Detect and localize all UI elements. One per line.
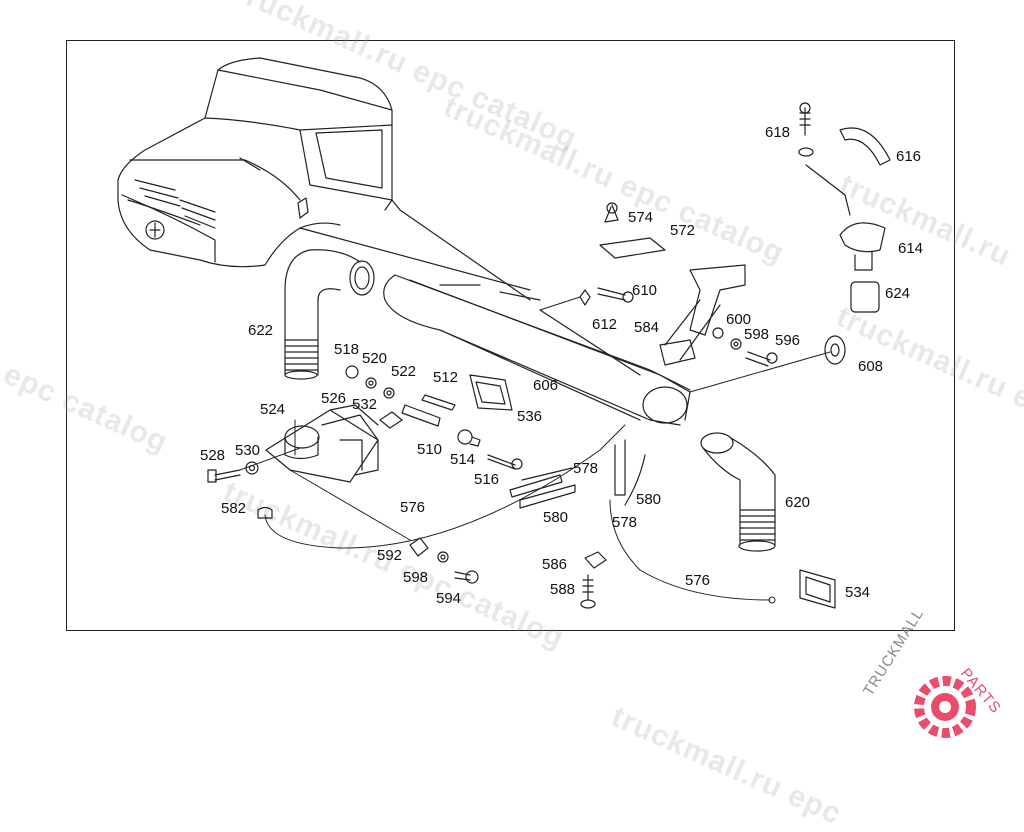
callout-596: 596 [775, 332, 801, 349]
callout-584: 584 [634, 319, 660, 336]
callout-610: 610 [632, 282, 658, 299]
callout-576: 576 [685, 572, 711, 589]
callout-620: 620 [785, 494, 811, 511]
callout-530: 530 [235, 442, 261, 459]
truck-cab-outline [117, 57, 531, 301]
callout-624: 624 [885, 285, 911, 302]
callout-528: 528 [200, 447, 226, 464]
callout-588: 588 [550, 581, 576, 598]
callout-580: 580 [636, 491, 662, 508]
callout-608: 608 [858, 358, 884, 375]
callout-618: 618 [765, 124, 791, 141]
callout-622: 622 [248, 322, 274, 339]
callout-578: 578 [612, 514, 638, 531]
callout-578: 578 [573, 460, 599, 477]
cables-and-leaders [239, 296, 831, 604]
callout-516: 516 [474, 471, 500, 488]
callout-536: 536 [517, 408, 543, 425]
callout-532: 532 [352, 396, 378, 413]
callout-526: 526 [321, 390, 347, 407]
callout-512: 512 [433, 369, 459, 386]
heater-box-524 [265, 404, 379, 483]
callout-614: 614 [898, 240, 924, 257]
callout-600: 600 [726, 311, 752, 328]
callout-592: 592 [377, 547, 403, 564]
fasteners [207, 102, 891, 609]
callout-572: 572 [670, 222, 696, 239]
air-hose-622 [284, 249, 375, 380]
callout-594: 594 [436, 590, 462, 607]
callout-582: 582 [221, 500, 247, 517]
callout-598: 598 [744, 326, 770, 343]
callout-574: 574 [628, 209, 654, 226]
callout-598: 598 [403, 569, 429, 586]
callout-514: 514 [450, 451, 476, 468]
air-hose-620 [700, 432, 776, 552]
gear-logo-icon [914, 676, 976, 738]
truckmall-parts-logo: TRUCKMALL PARTS [860, 605, 1020, 747]
callout-580: 580 [543, 509, 569, 526]
callout-524: 524 [260, 401, 286, 418]
callout-616: 616 [896, 148, 922, 165]
callout-510: 510 [417, 441, 443, 458]
air-duct-channel [383, 274, 691, 426]
callout-520: 520 [362, 350, 388, 367]
callout-518: 518 [334, 341, 360, 358]
callout-606: 606 [533, 377, 559, 394]
callout-586: 586 [542, 556, 568, 573]
exploded-view-drawing [117, 57, 891, 609]
callout-576: 576 [400, 499, 426, 516]
callout-534: 534 [845, 584, 871, 601]
callout-522: 522 [391, 363, 417, 380]
callout-612: 612 [592, 316, 618, 333]
diagram-frame [66, 40, 955, 631]
